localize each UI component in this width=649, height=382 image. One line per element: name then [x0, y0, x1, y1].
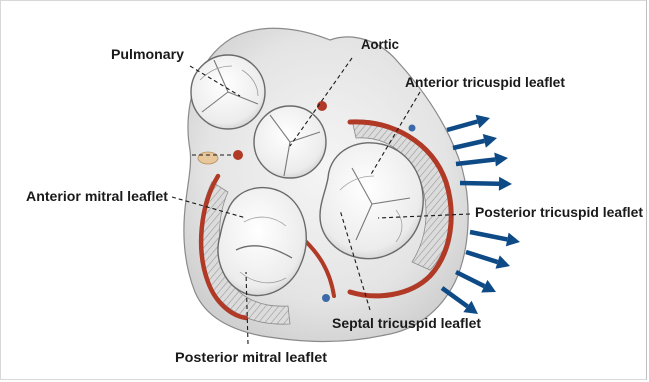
arrow — [466, 252, 510, 269]
label-posterior-mitral: Posterior mitral leaflet — [175, 349, 327, 365]
arrow — [453, 134, 497, 148]
arrow — [447, 115, 490, 130]
tricuspid-valve — [320, 143, 423, 259]
arrow-head — [506, 233, 520, 247]
arrow — [456, 153, 508, 167]
vein-right — [409, 125, 416, 132]
arrow-head — [499, 177, 512, 191]
arrow-shaft — [447, 121, 477, 130]
arrow-head — [494, 153, 508, 167]
fat-tissue — [198, 152, 218, 164]
arrow — [460, 177, 512, 191]
coronary-ostium-left — [233, 150, 243, 160]
arrow — [456, 272, 496, 292]
arrow-shaft — [456, 272, 484, 286]
arrow — [442, 288, 478, 314]
arrow-shaft — [456, 159, 495, 164]
arrow-shaft — [460, 183, 499, 184]
arrow-head — [476, 115, 490, 128]
label-pulmonary: Pulmonary — [111, 46, 184, 62]
arrow-shaft — [453, 141, 484, 148]
label-septal-tricuspid: Septal tricuspid leaflet — [332, 315, 481, 331]
aortic-valve — [254, 106, 326, 178]
label-anterior-tricuspid: Anterior tricuspid leaflet — [405, 74, 565, 90]
label-aortic: Aortic — [361, 36, 399, 52]
arrow-head — [495, 255, 510, 268]
pulmonary-valve — [191, 55, 265, 129]
arrow-shaft — [470, 232, 507, 239]
label-posterior-tricuspid: Posterior tricuspid leaflet — [475, 204, 643, 220]
arrow-shaft — [466, 252, 498, 262]
label-anterior-mitral: Anterior mitral leaflet — [26, 188, 168, 204]
arrow-head — [483, 134, 497, 148]
arrow — [470, 232, 520, 246]
coronary-sinus-vein — [322, 294, 330, 302]
